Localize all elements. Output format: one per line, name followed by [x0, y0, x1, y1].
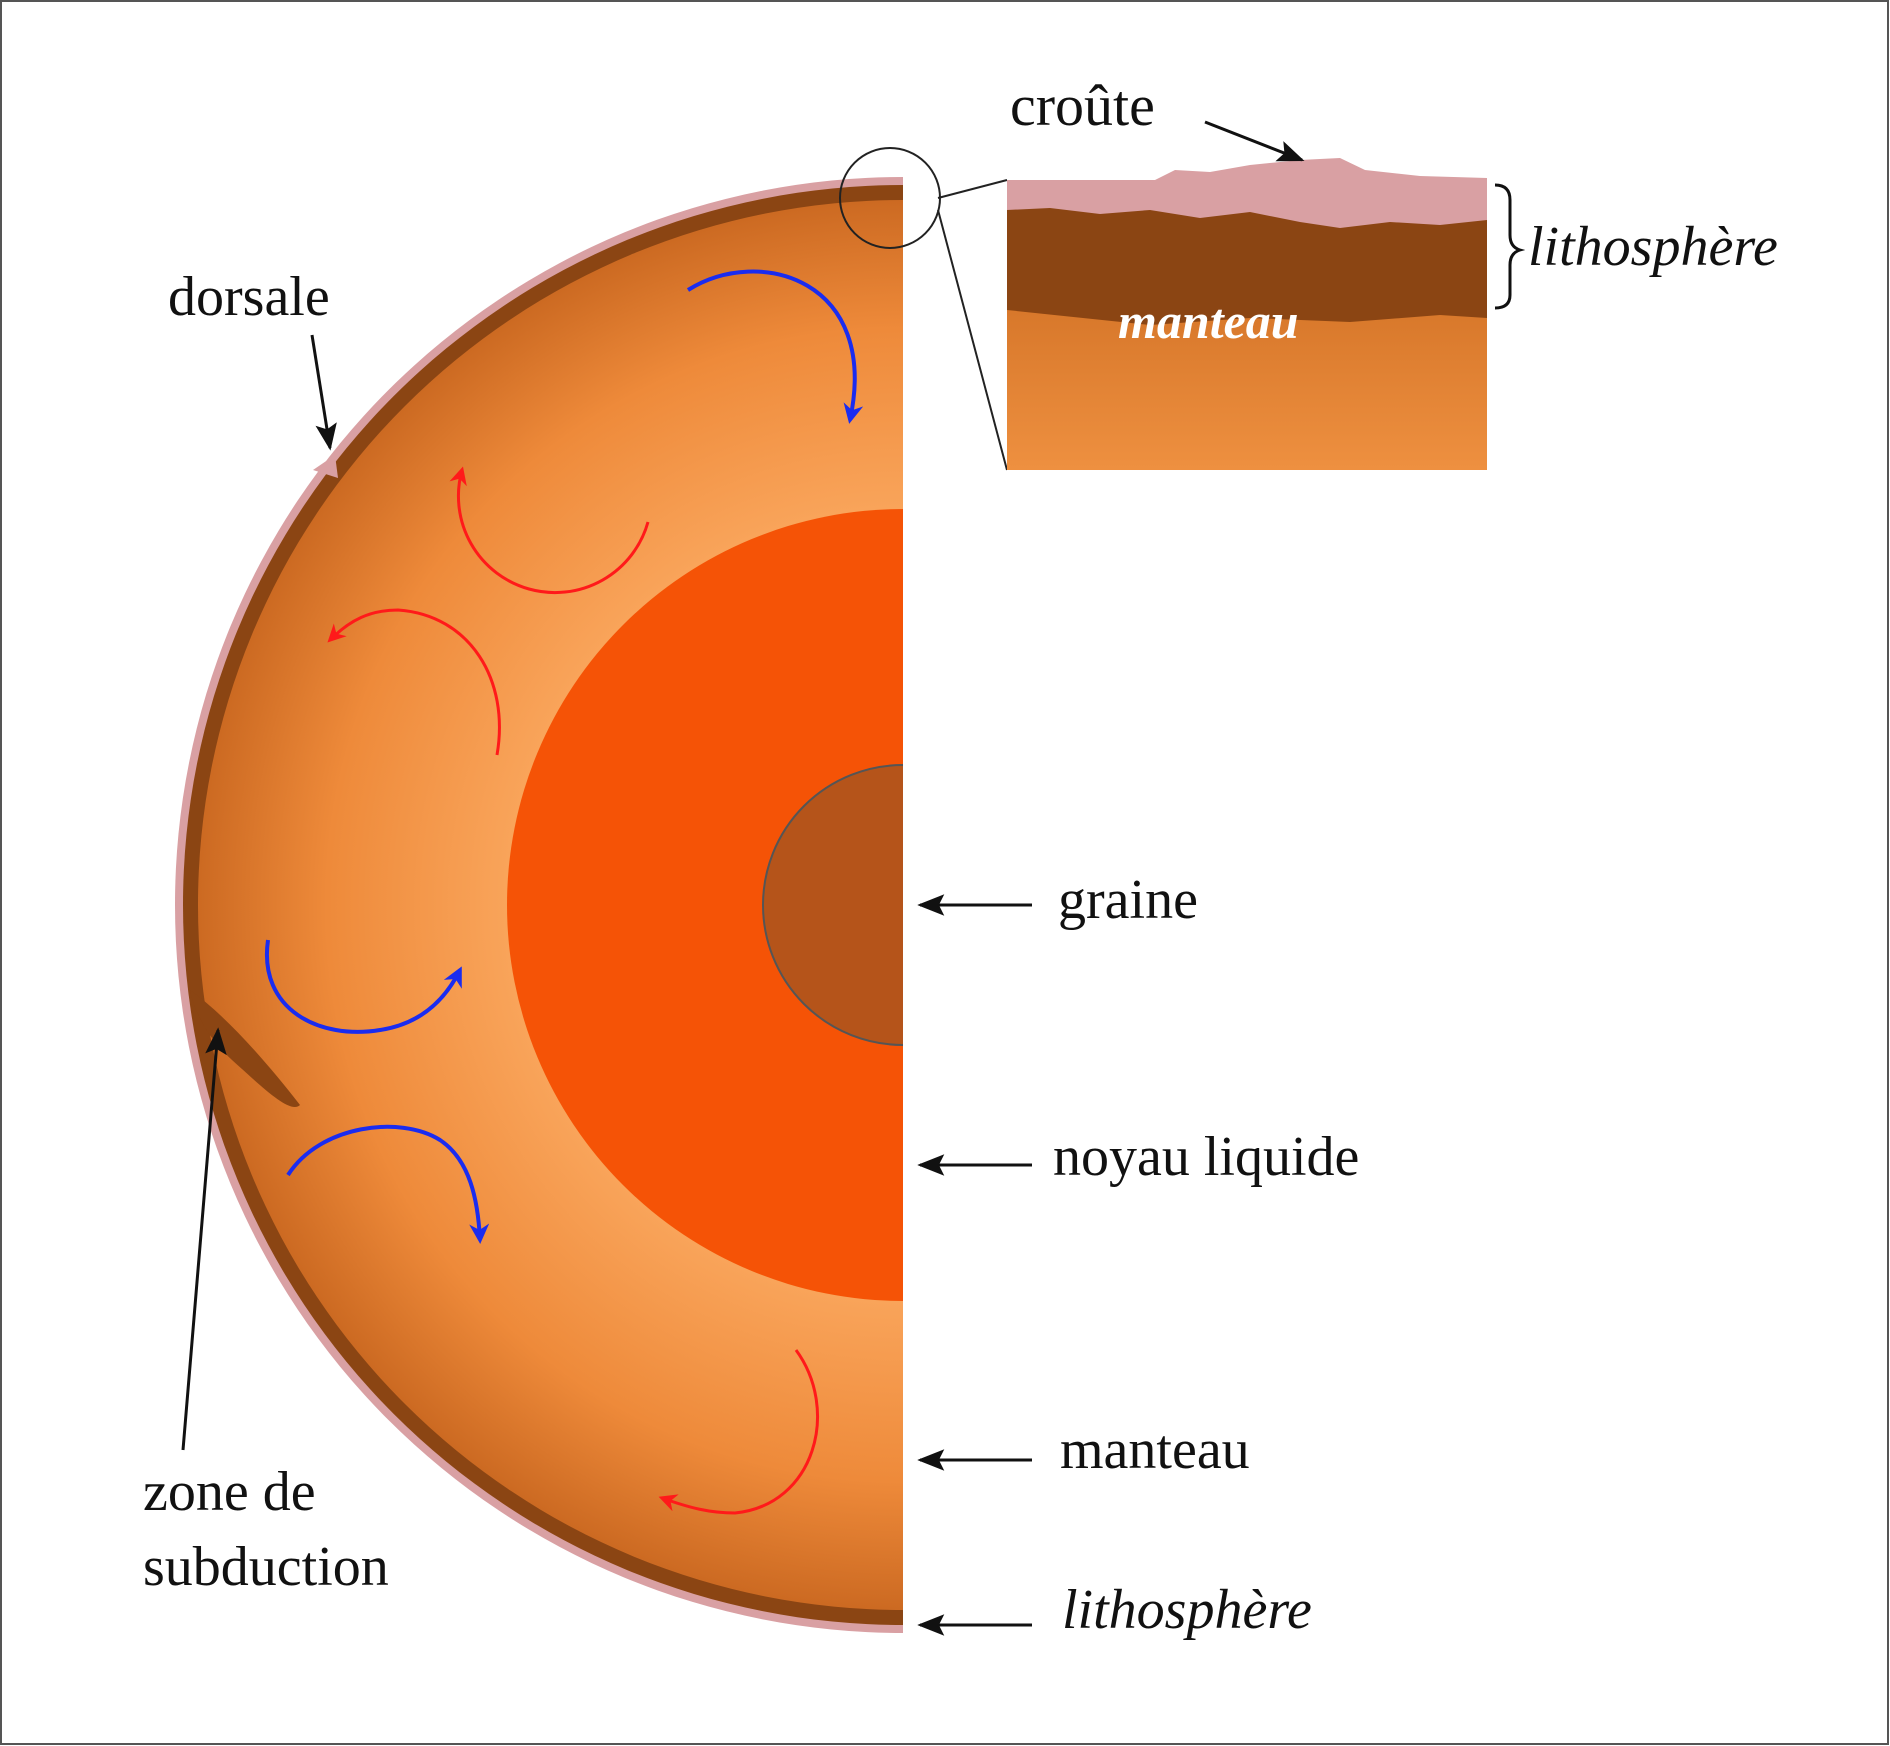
dorsale-pointer-arrow: [310, 334, 337, 451]
outer-core: [507, 509, 903, 1301]
convection-arrow-blue: [264, 939, 462, 1034]
lithosphere-brace: [1494, 183, 1526, 310]
convection-arrow-red: [449, 466, 650, 595]
label-graine: graine: [1058, 869, 1198, 931]
subducting-slab: [190, 990, 300, 1107]
zoom-connector: [937, 179, 1008, 199]
label-lithosphere-inset: lithosphère: [1528, 216, 1778, 278]
zoom-connector: [937, 209, 1008, 471]
croute-pointer-arrow: [1204, 120, 1305, 162]
label-zone-de: zone de: [143, 1461, 316, 1523]
convection-arrow-blue: [686, 269, 864, 424]
lithosphere-inset: [839, 147, 1526, 471]
label-croute: croûte: [1010, 73, 1155, 138]
inset-crust: [1007, 158, 1487, 228]
convection-arrow-red: [327, 608, 501, 756]
earth-cross-section: [175, 177, 903, 1633]
label-manteau: manteau: [1060, 1419, 1250, 1481]
label-manteau-inset: manteau: [1118, 293, 1299, 349]
label-subduction: subduction: [143, 1536, 389, 1598]
label-dorsale: dorsale: [168, 266, 330, 328]
inner-core: [762, 764, 903, 1046]
inset-mantle: [1007, 305, 1487, 470]
label-lithosphere: lithosphère: [1062, 1579, 1312, 1641]
convection-arrow-red: [658, 1349, 819, 1515]
inset-lithosphere: [1007, 208, 1487, 325]
subduction-pointer-arrow: [181, 1027, 227, 1451]
label-noyau-liquide: noyau liquide: [1053, 1126, 1359, 1188]
ridge-notch: [313, 455, 338, 478]
convection-arrow-blue: [286, 1124, 490, 1244]
